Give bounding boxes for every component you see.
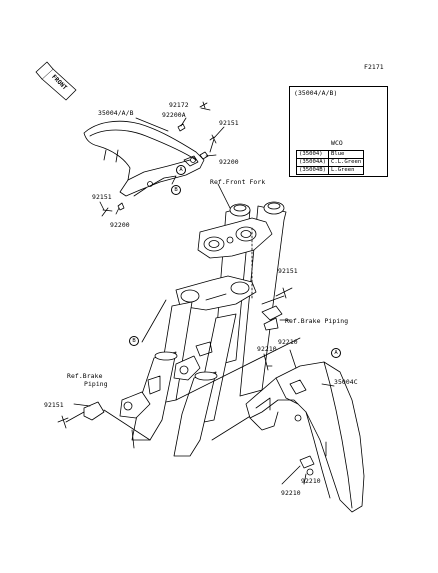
callout-92200a: 92200A <box>162 111 186 119</box>
lower-leader-lines <box>131 349 335 485</box>
ref-badge-a-lower: A <box>331 348 341 358</box>
front-arrow-icon <box>35 61 77 101</box>
callout-92200-right: 92200 <box>219 158 239 166</box>
color-name-cell: L.Green <box>327 166 365 175</box>
callout-92151-left: 92151 <box>92 193 112 201</box>
part-number-cell: (35004B) <box>296 166 329 175</box>
upper-fender-drawing <box>83 120 205 197</box>
brake-bracket-right <box>261 287 293 331</box>
upper-leader-lines <box>99 107 231 215</box>
callout-92210-a: 92210 <box>257 345 277 353</box>
brake-bracket-left <box>57 401 151 441</box>
callout-ref-brake-piping-right: Ref.Brake Piping <box>285 317 349 325</box>
callout-92151-top: 92151 <box>219 119 239 127</box>
ref-badge-b-upper: B <box>171 185 181 195</box>
page-code: F2171 <box>364 63 384 71</box>
callout-92210-c: 92210 <box>301 477 321 485</box>
callout-ref-brake-line1: Ref.Brake <box>67 372 103 380</box>
callout-35004-ab: 35004/A/B <box>98 109 134 117</box>
color-table: (35004) Blue (35004A) C.L.Green (35004B)… <box>296 150 365 175</box>
ref-badge-a-upper: A <box>176 165 186 175</box>
callout-ref-front-fork: Ref.Front Fork <box>210 178 266 186</box>
table-row: (35004A) C.L.Green <box>296 158 365 167</box>
table-row: (35004B) L.Green <box>296 166 365 175</box>
lower-fender-drawing <box>245 361 365 513</box>
color-name-cell: C.L.Green <box>327 158 365 167</box>
callout-92172: 92172 <box>169 101 189 109</box>
front-fork-drawing <box>119 201 287 457</box>
callout-92200-left: 92200 <box>110 221 130 229</box>
callout-ref-brake-line2: Piping <box>84 380 108 388</box>
ref-badge-b-lower: B <box>129 336 139 346</box>
color-name-cell: Blue <box>327 150 365 159</box>
part-number-cell: (35004A) <box>296 158 329 167</box>
callout-92151-bottom: 92151 <box>44 401 64 409</box>
table-row: (35004) Blue <box>296 150 365 159</box>
callout-92151-mid: 92151 <box>278 267 298 275</box>
color-table-header: WCO <box>331 139 343 147</box>
callout-92210-b: 92210 <box>278 338 298 346</box>
part-number-cell: (35004) <box>296 150 329 159</box>
callout-35004c: 35004C <box>334 378 358 386</box>
callout-92210-d: 92210 <box>281 489 301 497</box>
inset-title: (35004/A/B) <box>294 89 338 97</box>
